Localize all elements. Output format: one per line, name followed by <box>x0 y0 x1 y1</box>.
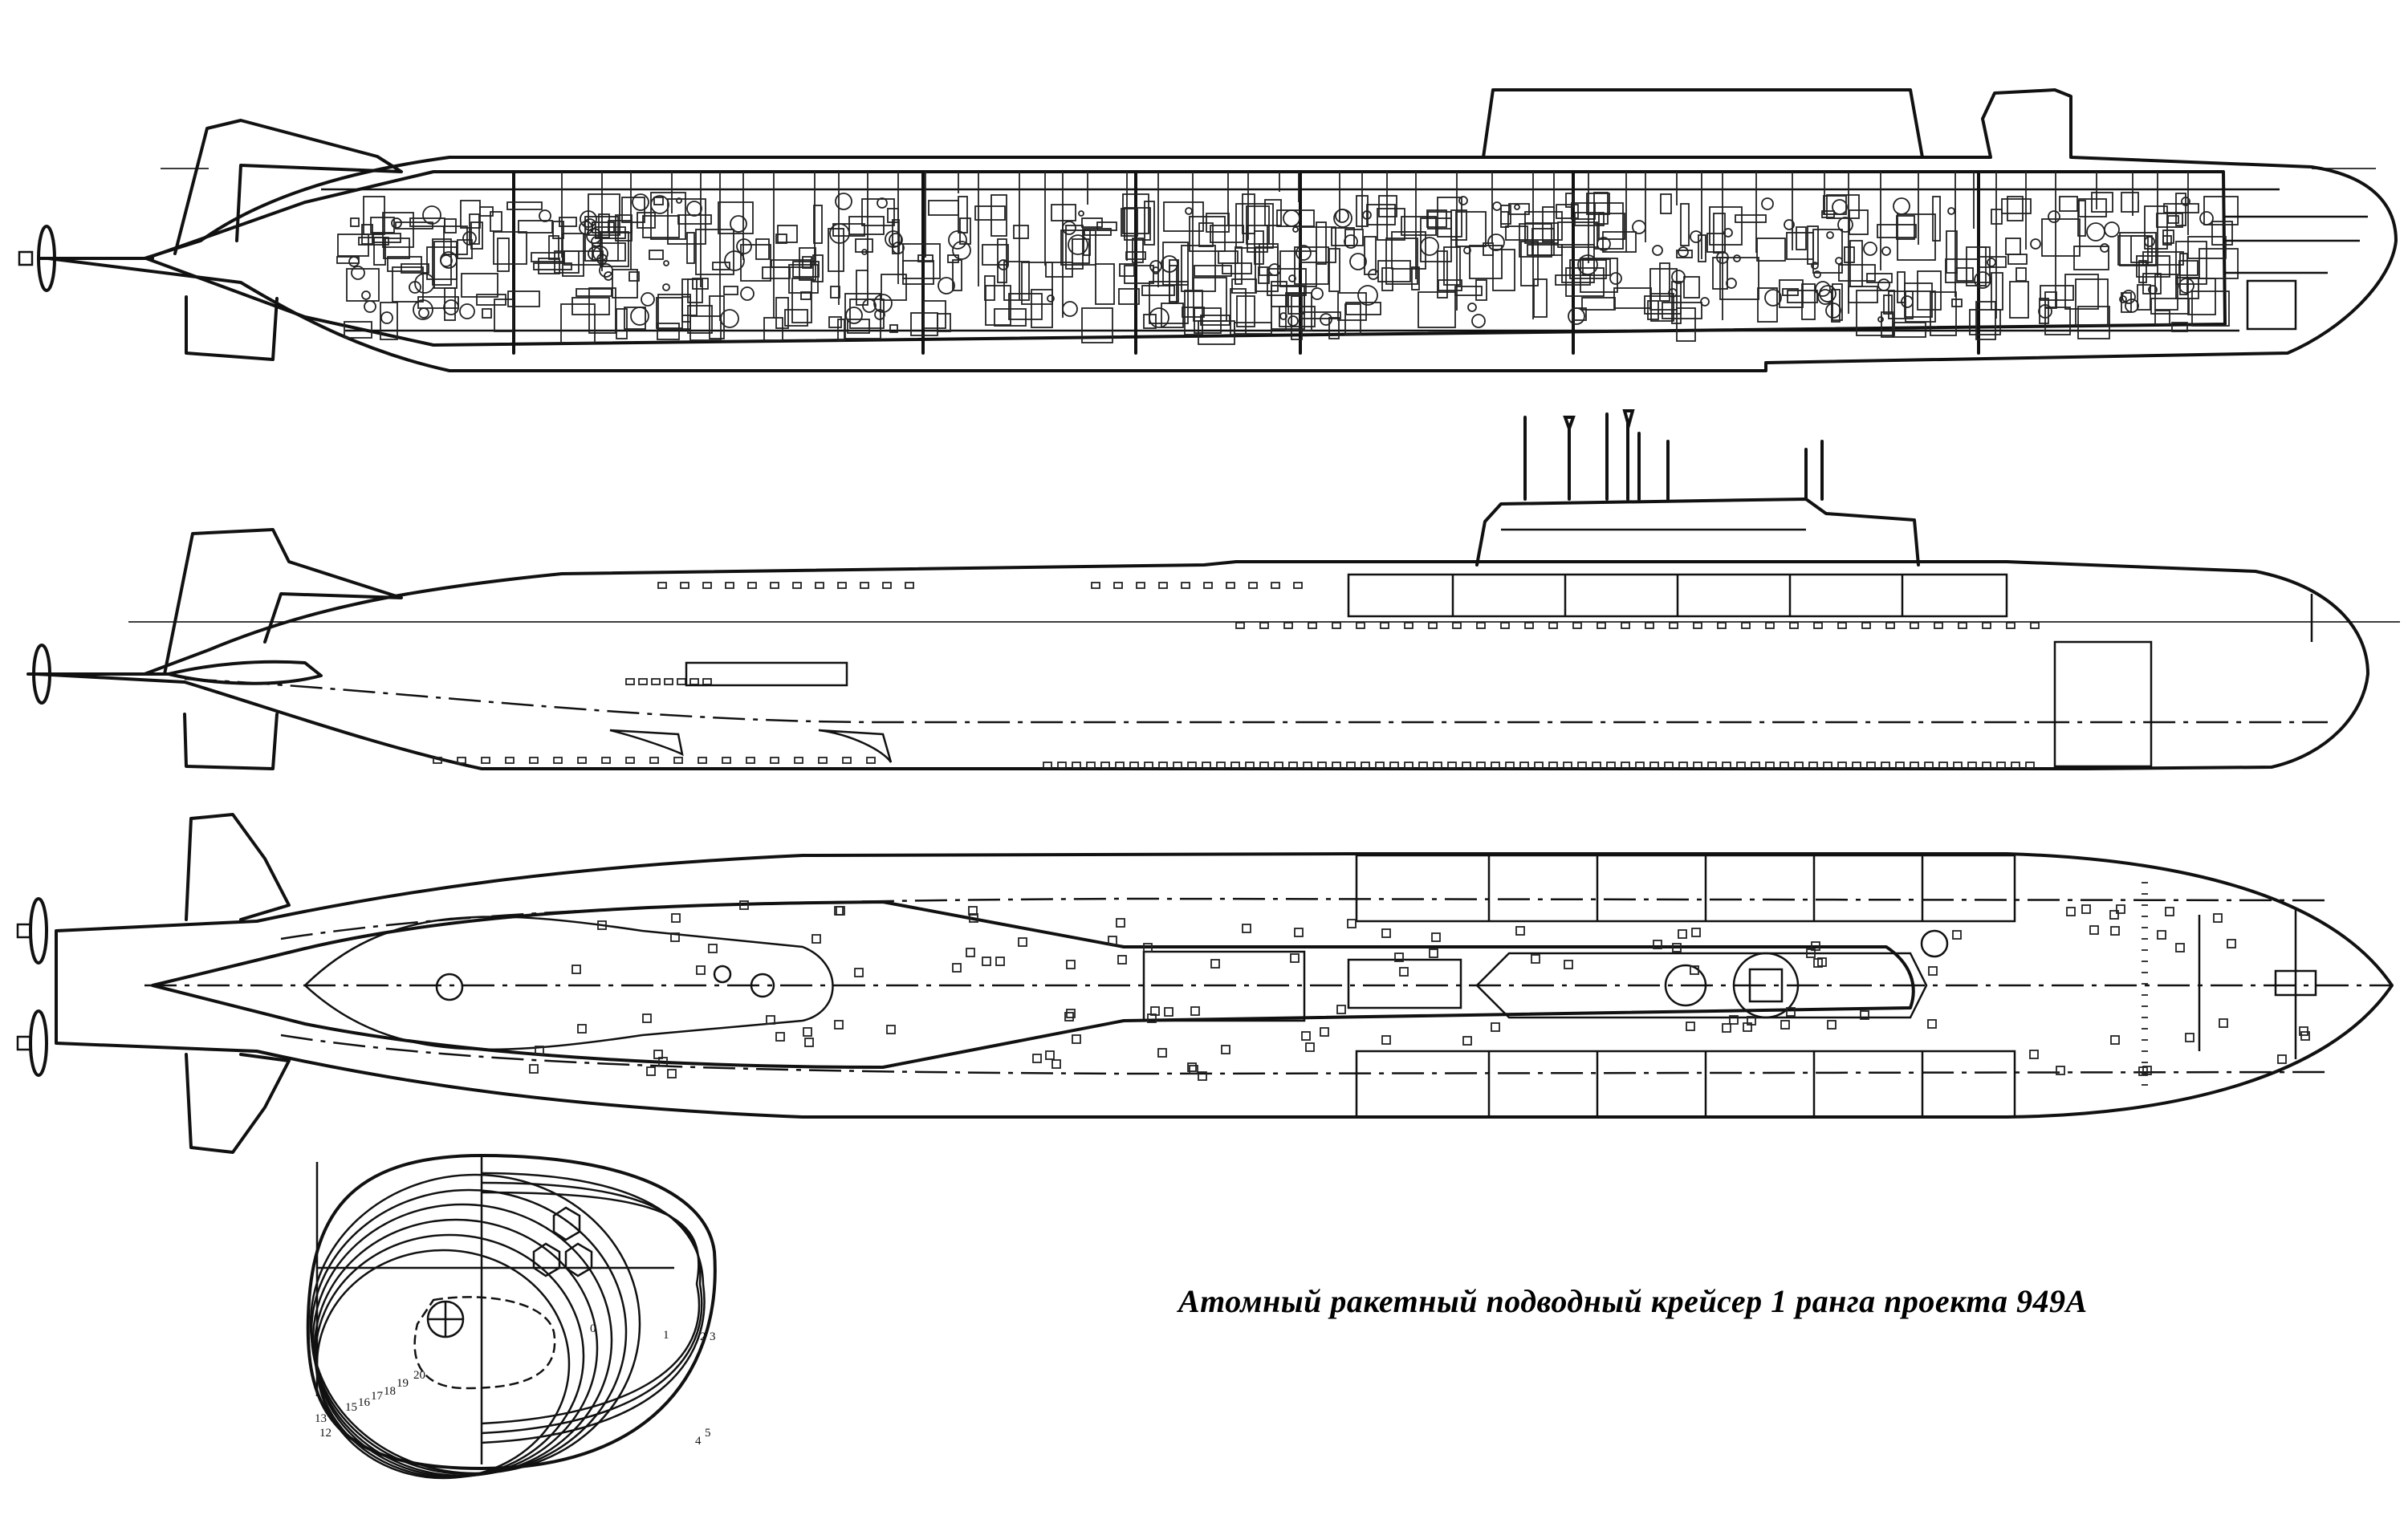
station-label-13: 13 <box>315 1412 327 1425</box>
side-flood-ports <box>433 582 2040 769</box>
station-label-2: 2 <box>700 1330 706 1343</box>
station-label-4: 4 <box>695 1435 702 1448</box>
station-label-20: 20 <box>413 1369 425 1382</box>
body-plan-cross-section: 0 1 2 3 4 5 12 13 15 16 17 18 19 20 <box>306 1154 717 1480</box>
station-label-18: 18 <box>384 1385 396 1398</box>
deck-hatches <box>529 900 2310 1081</box>
side-elevation-view <box>26 409 2400 770</box>
plan-view <box>16 813 2394 1154</box>
missile-launcher-bank-starboard <box>1355 1050 2016 1119</box>
station-label-15: 15 <box>345 1401 357 1414</box>
cutaway-interior-machinery <box>336 172 2239 345</box>
body-plan-station-curves <box>309 1172 706 1480</box>
station-label-12: 12 <box>319 1427 332 1440</box>
station-label-16: 16 <box>358 1396 371 1409</box>
station-label-17: 17 <box>371 1390 384 1403</box>
station-label-3: 3 <box>710 1330 716 1343</box>
missile-launcher-bank-port <box>1355 854 2016 923</box>
station-label-1: 1 <box>663 1329 669 1342</box>
periscope-masts <box>1523 409 1824 501</box>
station-label-19: 19 <box>397 1377 409 1390</box>
station-label-0: 0 <box>590 1322 596 1335</box>
cutaway-profile-view <box>18 88 2398 372</box>
station-label-5: 5 <box>705 1427 711 1440</box>
drawing-caption: Атомный ракетный подводный крейсер 1 ран… <box>1178 1283 2088 1319</box>
